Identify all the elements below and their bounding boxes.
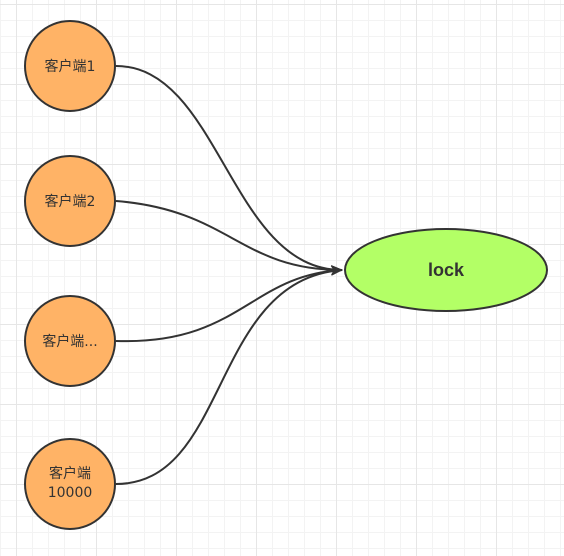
client-node-1-circle	[24, 20, 116, 112]
client-node-3[interactable]: 客户端...	[24, 295, 116, 387]
client-node-3-label: 客户端...	[42, 333, 97, 350]
client-node-4-label-line2: 10000	[48, 485, 93, 501]
edge-client-3-to-lock	[115, 265, 343, 343]
edge-client-1-to-lock	[115, 65, 343, 275]
client-node-4-circle	[24, 438, 116, 530]
client-node-1-label: 客户端1	[45, 58, 96, 75]
edge-client-4-to-lock	[115, 265, 343, 485]
client-node-4-label-line1: 客户端	[49, 465, 91, 482]
lock-node[interactable]: lock	[344, 228, 548, 312]
edge-client-2-to-lock	[115, 200, 343, 275]
client-node-2-circle	[24, 155, 116, 247]
lock-node-label: lock	[428, 260, 465, 280]
lock-node-ellipse	[344, 228, 548, 312]
client-node-4[interactable]: 客户端 10000	[24, 438, 116, 530]
client-node-2[interactable]: 客户端2	[24, 155, 116, 247]
client-node-3-circle	[24, 295, 116, 387]
client-node-1[interactable]: 客户端1	[24, 20, 116, 112]
client-node-2-label: 客户端2	[45, 193, 96, 210]
